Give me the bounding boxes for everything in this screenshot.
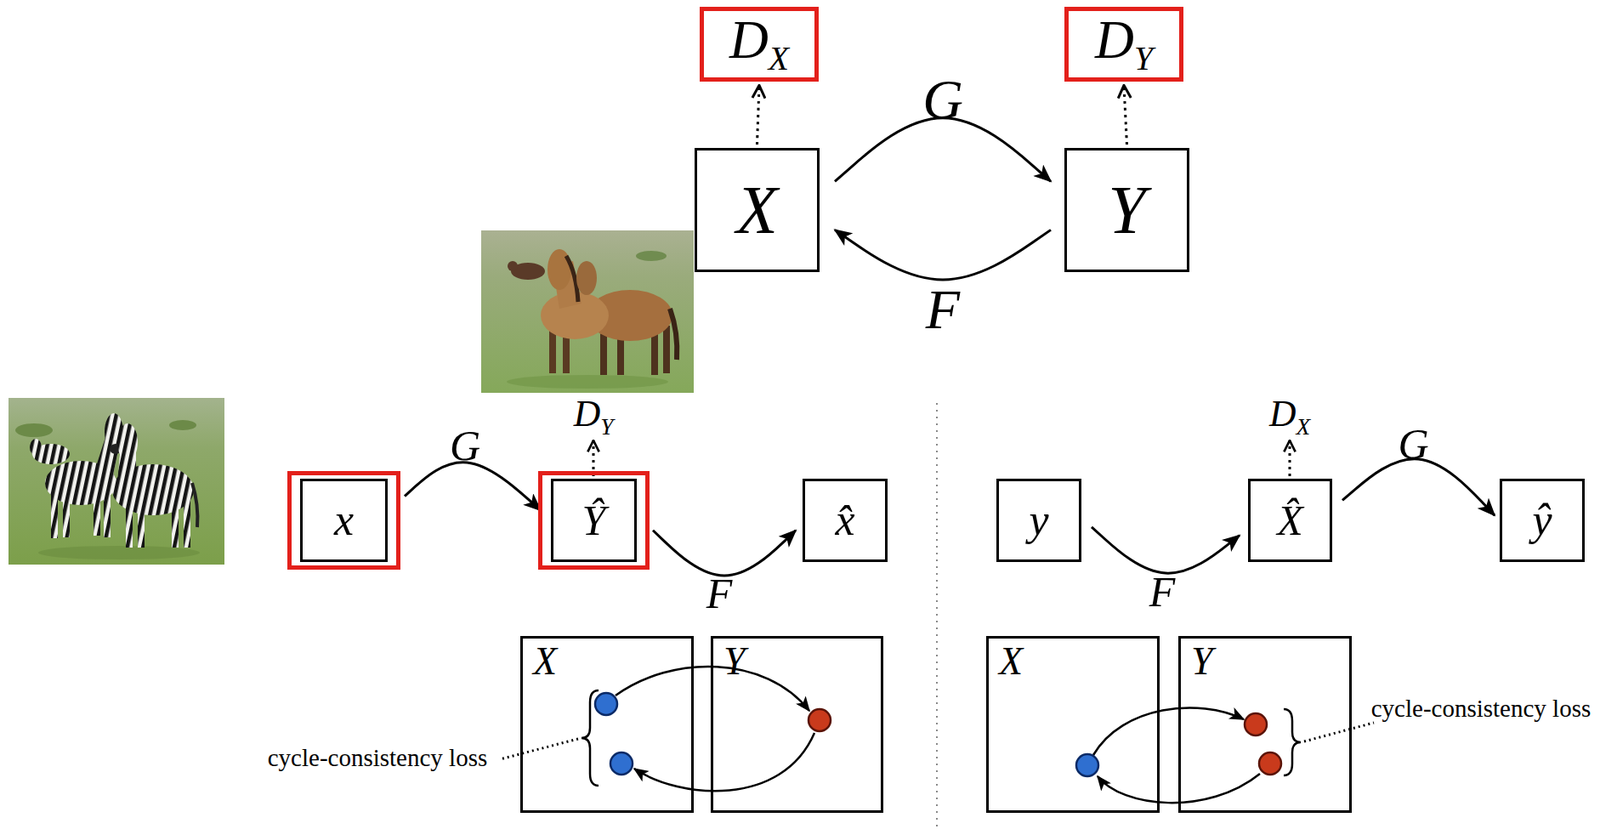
discriminator-box: DY [1064, 6, 1184, 83]
reconstructed-box: ŷ [1499, 478, 1585, 562]
node-label: DX [729, 12, 789, 77]
discriminator-arrow [1123, 85, 1128, 145]
mapping-arrow [834, 229, 1051, 280]
node-label: Y [1107, 175, 1147, 244]
mapping-label: F [1149, 570, 1176, 613]
mapping-arrow [1342, 459, 1495, 516]
sample-dot [808, 709, 831, 732]
photo-ground [8, 397, 225, 565]
panel-heading: X [998, 641, 1023, 681]
discriminator-label: DY [573, 395, 614, 439]
sample-dot [1244, 713, 1267, 736]
sample-dot [595, 692, 618, 715]
mapping-arrow [1093, 707, 1244, 755]
shadow [38, 545, 200, 560]
panel-heading: Y [1191, 641, 1214, 681]
sample-dot [1076, 754, 1099, 777]
mapping-arrow [404, 462, 541, 511]
divider [936, 402, 938, 829]
zebra [29, 438, 42, 456]
node-label: X [736, 175, 778, 244]
brace [581, 690, 599, 786]
leader-line [1304, 722, 1374, 742]
bush [635, 250, 667, 261]
brace [1283, 709, 1301, 776]
mapping-label: G [1397, 422, 1429, 466]
domain-panel: X [986, 635, 1160, 813]
zebra-photo [8, 397, 225, 565]
domain-box: X [694, 147, 820, 273]
mapping-arrow [652, 530, 796, 576]
bush [169, 419, 197, 431]
node-label: x [334, 498, 354, 543]
photo-ground [481, 230, 694, 393]
mapping-arrow [1091, 527, 1240, 574]
discriminator-arrow [1288, 440, 1292, 477]
mapping-label: F [706, 572, 733, 615]
sample-box: y [996, 478, 1082, 562]
mapping-label: G [922, 71, 964, 128]
leader-line [499, 738, 579, 760]
cycle-sketch [499, 666, 1374, 803]
node-label: DY [1095, 12, 1153, 77]
horse-leg [663, 325, 670, 374]
domain-box: Y [1064, 147, 1190, 273]
connector-group [404, 85, 1495, 576]
mapping-label: F [925, 281, 960, 338]
node-label: X̂ [1276, 499, 1304, 542]
sample-dot [1259, 752, 1282, 775]
panel-heading: X [533, 641, 557, 681]
node-label: Ŷ [582, 499, 607, 542]
mapping-label: G [449, 424, 481, 467]
discriminator-box: DX [699, 6, 819, 83]
zebra-tail [192, 482, 198, 528]
panel-heading: Y [723, 641, 746, 681]
discriminator-arrow [757, 85, 761, 145]
generated-box: Ŷ [550, 478, 637, 562]
discriminator-label: DX [1269, 395, 1311, 439]
horse-photo [481, 230, 694, 393]
shadow [506, 374, 669, 389]
node-label: y [1028, 498, 1049, 543]
node-label: ŷ [1531, 498, 1552, 543]
horse [507, 260, 518, 272]
discriminator-arrow [592, 440, 596, 477]
loss-label: cycle-consistency loss [1370, 694, 1592, 723]
zebra [117, 423, 138, 461]
horse-tail [669, 308, 677, 360]
bush [15, 423, 53, 437]
sample-dot [610, 752, 633, 775]
reconstructed-box: x̂ [802, 478, 888, 562]
sample-box: x [300, 478, 388, 562]
node-label: x̂ [834, 498, 855, 543]
generated-box: X̂ [1248, 478, 1333, 562]
horse-mane [566, 255, 579, 302]
loss-label: cycle-consistency loss [266, 743, 488, 772]
horse [576, 260, 597, 296]
domain-panel: Y [1178, 635, 1352, 813]
mapping-arrow [634, 732, 815, 791]
domain-panel: X [520, 635, 694, 813]
domain-panel: Y [710, 635, 884, 813]
